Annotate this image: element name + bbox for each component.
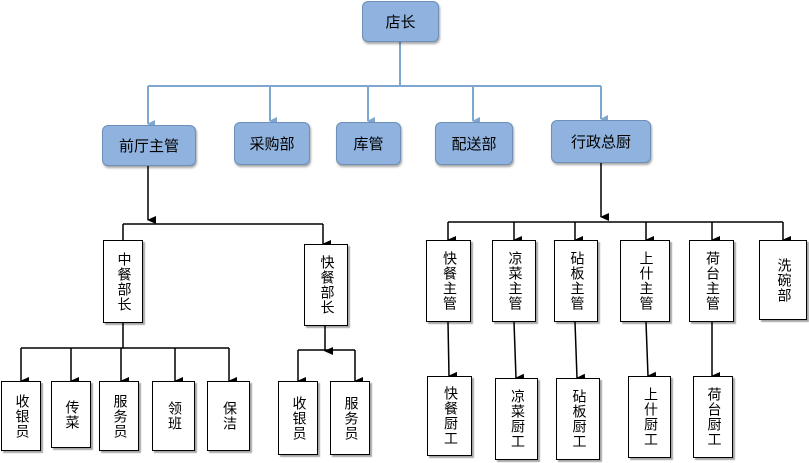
node-staff-team-leader: 领班: [152, 381, 195, 451]
node-cold-dish-supervisor: 凉菜主管: [492, 240, 536, 322]
node-dishwashing: 洗碗部: [759, 240, 807, 320]
node-warehouse: 库管: [336, 122, 401, 165]
node-garnish-cook: 荷台厨工: [693, 376, 733, 458]
node-store-manager: 店长: [362, 1, 439, 42]
node-staff-cashier: 收银员: [1, 381, 41, 451]
node-staff-fast-cashier: 收银员: [278, 381, 318, 455]
node-fast-food-cook: 快餐厨工: [427, 376, 472, 456]
node-fast-food-manager: 快餐部长: [304, 244, 348, 326]
node-fast-food-supervisor: 快餐主管: [426, 240, 471, 322]
node-delivery: 配送部: [435, 122, 513, 165]
node-staff-waiter: 服务员: [99, 381, 139, 451]
kitchen-connectors: [447, 163, 791, 382]
node-staff-fast-waiter: 服务员: [330, 381, 370, 455]
node-chopping-board-cook: 砧板厨工: [556, 378, 600, 460]
node-plating-supervisor: 上什主管: [620, 240, 670, 322]
node-staff-cleaner: 保洁: [207, 381, 250, 451]
node-garnish-supervisor: 荷台主管: [689, 240, 734, 322]
front-connectors: [20, 166, 363, 385]
node-staff-food-runner: 传菜: [51, 381, 91, 448]
node-front-hall-supervisor: 前厅主管: [102, 125, 196, 166]
node-cold-dish-cook: 凉菜厨工: [495, 378, 538, 460]
node-purchasing: 采购部: [234, 122, 310, 165]
node-chopping-board-supervisor: 砧板主管: [554, 240, 598, 322]
node-plating-cook: 上什厨工: [628, 376, 671, 458]
node-executive-chef: 行政总厨: [551, 120, 651, 163]
root-connectors: [147, 42, 608, 128]
node-chinese-dining-manager: 中餐部长: [103, 240, 143, 323]
